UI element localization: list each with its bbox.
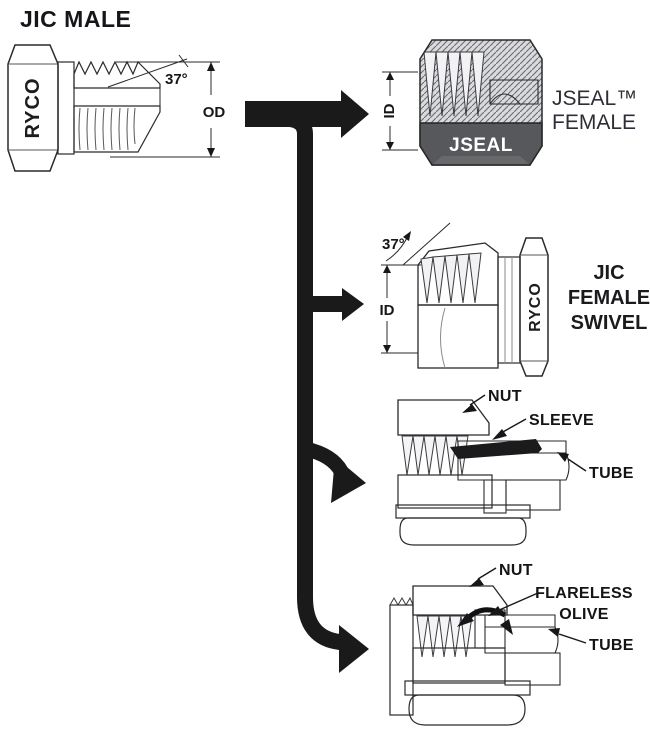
flare-tube-label: TUBE (589, 465, 634, 482)
jseal-nut-bevel (432, 156, 530, 165)
swivel-angle-dimension: 37° (382, 222, 451, 266)
flareless-tube-body (484, 626, 559, 654)
flareless-rear-cylinder (504, 652, 561, 686)
swivel-caption-line2: FEMALE (567, 287, 650, 309)
flareless-olive-label-line1: FLARELESS (535, 585, 633, 602)
jseal-id-label: ID (381, 103, 398, 118)
swivel-caption: JIC FEMALE SWIVEL (564, 261, 650, 336)
flow-trunk (288, 111, 342, 650)
jseal-nut-text: JSEAL (449, 135, 513, 156)
swivel-caption-line1: JIC (593, 262, 625, 284)
ryco-brand-text: RYCO (22, 77, 44, 138)
flareless-left-teeth (389, 596, 414, 607)
jseal-outline (419, 39, 543, 166)
swivel-collar-ribs (504, 257, 513, 363)
jseal-seal-pocket (489, 79, 539, 105)
swivel-id-dimension: ID (380, 264, 418, 354)
flareless-olive-label-line2: OLIVE (559, 606, 609, 623)
od-dimension: OD (110, 61, 226, 158)
jseal-thread-teeth (423, 51, 485, 117)
jic-male-thread-section (73, 60, 161, 89)
jseal-caption: JSEAL™ FEMALE (552, 87, 637, 135)
angle-label: 37° (165, 71, 188, 88)
flare-hex-band (395, 504, 531, 519)
swivel-ryco-text: RYCO (527, 282, 544, 332)
angle-dimension: 37° (107, 54, 189, 88)
jic-male-thread-external (73, 105, 161, 153)
flare-labels: NUT SLEEVE TUBE (462, 388, 634, 482)
jseal-caption-line2: FEMALE (552, 111, 637, 134)
swivel-nut-facet (440, 307, 446, 369)
flareless-hex-facet (408, 694, 526, 726)
thread-crest-lines (78, 107, 136, 151)
jseal-female-drawing: JSEAL ID (381, 39, 543, 166)
jic-male-drawing: RYCO OD 37° (7, 44, 226, 172)
swivel-nut-bottom (417, 304, 499, 369)
flareless-nut-cap (412, 585, 508, 616)
swivel-caption-line3: SWIVEL (570, 312, 648, 334)
hex-facet-lines (8, 63, 58, 151)
swivel-thread-teeth (420, 252, 482, 304)
flare-nut-cap (397, 399, 490, 436)
flow-arrow-branch-3-head (331, 457, 366, 503)
flow-arrow-main (245, 90, 369, 138)
swivel-collar (497, 256, 521, 364)
flare-rear-cylinder (505, 479, 561, 511)
swivel-id-label: ID (380, 302, 395, 319)
jseal-caption-line1: JSEAL™ (552, 87, 638, 110)
jic-male-hex-nut (7, 44, 59, 172)
flare-nut-body (397, 474, 493, 509)
flow-arrow-branch-2 (313, 288, 364, 321)
od-label: OD (203, 104, 226, 121)
flare-sleeve-part (450, 439, 542, 459)
flareless-assembly-drawing: NUT FLARELESS OLIVE TUBE (389, 562, 634, 726)
swivel-hex-facets (520, 254, 548, 362)
jseal-id-dimension: ID (381, 71, 418, 151)
swivel-angle-label: 37° (382, 236, 405, 253)
flow-arrow-branch-4-head (339, 625, 369, 673)
flare-nut-label: NUT (488, 388, 522, 405)
flare-hex-facet (399, 517, 527, 546)
flareless-labels: NUT FLARELESS OLIVE TUBE (469, 562, 634, 654)
swivel-hex (519, 237, 549, 377)
flareless-tube-label: TUBE (589, 637, 634, 654)
flareless-left-end (389, 604, 414, 716)
flare-sleeve-label: SLEEVE (529, 412, 594, 429)
flareless-tube-wall (484, 614, 556, 628)
page-title: JIC MALE (20, 6, 132, 32)
jic-female-swivel-drawing: RYCO 37° ID (380, 222, 549, 377)
flareless-nut-label: NUT (499, 562, 533, 579)
flare-assembly-drawing: NUT SLEEVE TUBE (395, 388, 634, 546)
